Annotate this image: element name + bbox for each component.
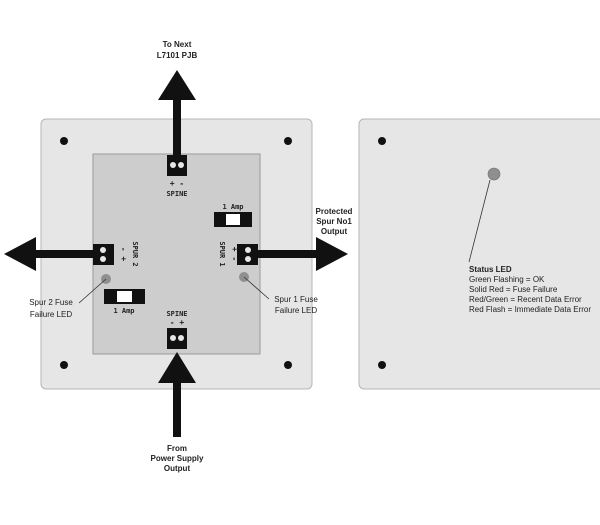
spine-bottom-terminal [167, 328, 187, 349]
status-led-line-2: Solid Red = Fuse Failure [469, 285, 558, 294]
status-led-title: Status LED [469, 265, 512, 274]
protected-output-label-line1: Protected [316, 207, 353, 216]
status-led-line-1: Green Flashing = OK [469, 275, 545, 284]
arrow-up-icon [158, 70, 196, 156]
status-led-pointer [468, 179, 491, 263]
spur1-led-label-line2: Failure LED [275, 306, 317, 315]
spur2-led-label-line2: Failure LED [30, 310, 72, 319]
spur2-led-pointer [78, 278, 107, 304]
spur2-label: SPUR 2 [131, 241, 139, 266]
spur1-terminal [237, 244, 258, 265]
arrow-right-icon [258, 237, 348, 271]
spine-top-label: SPINE [166, 190, 187, 198]
fuse-top [214, 212, 252, 227]
to-next-label-line2: L7101 PJB [157, 51, 198, 60]
arrow-left-icon [4, 237, 96, 271]
from-supply-label-line1: From [167, 444, 187, 453]
protected-output-label-line2: Spur No1 [316, 217, 352, 226]
mounting-hole [284, 137, 292, 145]
from-supply-label-line3: Output [164, 464, 191, 473]
spine-top-terminal [167, 155, 187, 176]
to-next-label-line1: To Next [163, 40, 192, 49]
spine-top-terminal-polarity: + - [170, 179, 184, 188]
mounting-hole [284, 361, 292, 369]
status-led-line-3: Red/Green = Recent Data Error [469, 295, 582, 304]
protected-output-label-line3: Output [321, 227, 348, 236]
spur1-label: SPUR 1 [218, 241, 226, 266]
arrow-up-from-supply-icon [158, 352, 196, 437]
mounting-hole [60, 137, 68, 145]
spine-bottom-terminal-polarity: - + [170, 318, 185, 327]
circuit-board [92, 153, 261, 355]
status-led [487, 167, 501, 181]
fuse-top-label: 1 Amp [222, 203, 243, 211]
spur2-led-label-line1: Spur 2 Fuse [29, 298, 73, 307]
mounting-hole [378, 361, 386, 369]
fuse-bottom [104, 289, 145, 304]
mounting-hole [60, 361, 68, 369]
status-led-line-4: Red Flash = Immediate Data Error [469, 305, 591, 314]
spur1-terminal-polarity: + - [230, 247, 239, 261]
spur2-terminal [93, 244, 114, 265]
spur2-terminal-polarity: - + [119, 247, 128, 262]
from-supply-label-line2: Power Supply [151, 454, 204, 463]
fuse-bottom-label: 1 Amp [113, 307, 134, 315]
junction-box-lid-panel [358, 118, 600, 390]
spine-bottom-label: SPINE [166, 310, 187, 318]
spur1-led-pointer [243, 276, 270, 300]
spur1-led-label-line1: Spur 1 Fuse [274, 295, 318, 304]
mounting-hole [378, 137, 386, 145]
